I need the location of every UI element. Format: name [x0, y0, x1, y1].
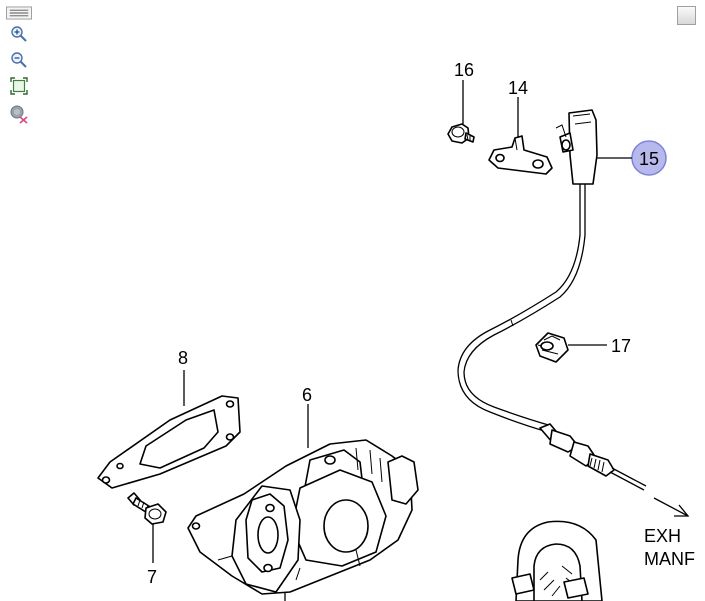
part-6-egr-valve — [187, 439, 419, 595]
callout-15-label[interactable]: 15 — [639, 149, 659, 169]
part-8-gasket — [97, 395, 241, 489]
fit-window-icon[interactable] — [6, 75, 32, 97]
zoom-out-icon[interactable] — [6, 49, 32, 71]
zoom-reset-icon[interactable] — [6, 103, 32, 125]
manf-label: MANF — [644, 549, 695, 569]
callout-6-label: 6 — [302, 385, 312, 405]
part-17-clip — [535, 332, 569, 363]
callout-17-label: 17 — [611, 336, 631, 356]
maximize-button[interactable] — [677, 6, 696, 25]
exh-manf-arrow — [653, 497, 690, 517]
zoom-in-icon[interactable] — [6, 23, 32, 45]
callout-8-label: 8 — [178, 348, 188, 368]
callout-16-label: 16 — [454, 60, 474, 80]
callout-14-label: 14 — [508, 78, 528, 98]
part-hose — [511, 520, 603, 601]
menu-icon[interactable] — [6, 2, 32, 24]
callout-7-label: 7 — [147, 567, 157, 587]
part-7-bolt — [127, 492, 167, 525]
part-15-exhaust-temperature-sensor — [457, 109, 647, 491]
exh-label: EXH — [644, 526, 681, 546]
part-14-bracket — [488, 135, 553, 175]
viewer-toolbar — [2, 2, 36, 130]
part-16-bolt — [447, 123, 475, 144]
